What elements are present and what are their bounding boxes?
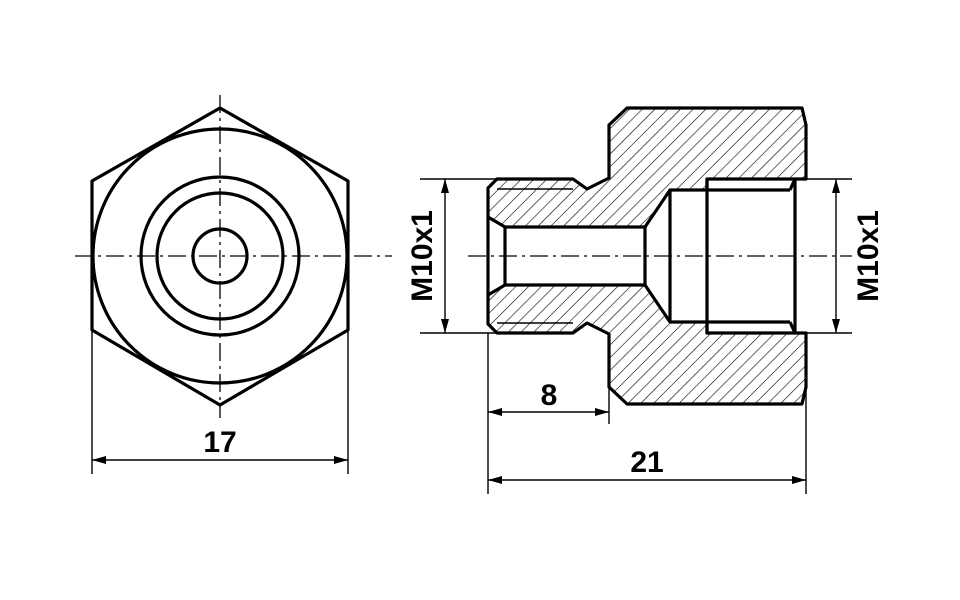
dimension-thread-right: M10x1 xyxy=(795,178,885,334)
dimension-8-label: 8 xyxy=(541,379,558,412)
dimension-17-label: 17 xyxy=(203,426,236,459)
section-lower-half xyxy=(486,283,808,406)
hex-outline xyxy=(90,106,350,407)
front-view-hex xyxy=(75,95,392,418)
dimension-17: 17 xyxy=(91,330,349,474)
dimension-21: 21 xyxy=(488,387,807,494)
dimension-thread-left: M10x1 xyxy=(406,178,497,334)
outer-ring xyxy=(139,175,301,337)
bore-circle xyxy=(191,227,249,285)
inner-ring xyxy=(155,191,285,321)
dimension-8: 8 xyxy=(487,333,610,494)
section-upper-half xyxy=(486,106,808,229)
dimension-21-label: 21 xyxy=(630,446,663,479)
thread-left-label: M10x1 xyxy=(406,210,439,302)
section-view xyxy=(468,106,852,406)
chamfer-circle xyxy=(91,127,349,385)
thread-right-label: M10x1 xyxy=(852,210,885,302)
